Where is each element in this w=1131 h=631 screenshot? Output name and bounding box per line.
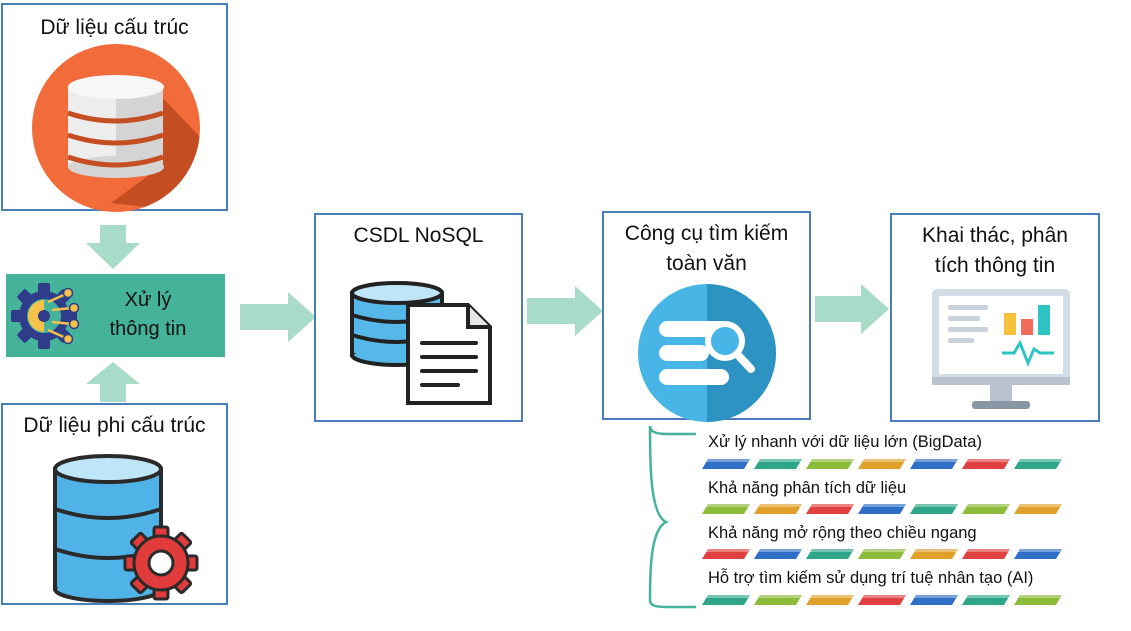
feature-item: Khả năng mở rộng theo chiều ngang	[708, 524, 977, 542]
strip-tile-highlight	[1018, 459, 1062, 462]
strip-tile	[806, 549, 854, 559]
strip-tile	[702, 549, 750, 559]
strip-tile-highlight	[862, 459, 906, 462]
strip-tile-highlight	[1018, 595, 1062, 598]
strip-tile-highlight	[810, 549, 854, 552]
strip-tile-highlight	[1018, 504, 1062, 507]
strip-tile	[910, 459, 958, 469]
decorative-strip	[702, 504, 1062, 514]
strip-tile	[858, 549, 906, 559]
feature-item: Hỗ trợ tìm kiếm sử dụng trí tuệ nhân tạo…	[708, 569, 1034, 587]
processing-label: Xử lý thông tin	[88, 286, 208, 344]
strip-tile-highlight	[758, 459, 802, 462]
strip-tile	[910, 504, 958, 514]
database-document-icon	[350, 281, 492, 405]
strip-tile	[702, 504, 750, 514]
database-gear-icon	[53, 454, 199, 603]
strip-tile	[1014, 504, 1062, 514]
strip-tile-highlight	[966, 504, 1010, 507]
strip-tile	[858, 504, 906, 514]
search-engine-box: Công cụ tìm kiếm toàn văn	[602, 211, 811, 422]
arrow-right-icon	[240, 292, 316, 342]
strip-tile-highlight	[914, 595, 958, 598]
strip-tile-highlight	[966, 595, 1010, 598]
database-icon	[32, 44, 200, 212]
strip-tile-highlight	[706, 504, 750, 507]
analytics-title: Khai thác, phân tích thông tin	[892, 221, 1098, 281]
strip-tile-highlight	[862, 549, 906, 552]
strip-tile-highlight	[914, 459, 958, 462]
feature-bracket	[648, 425, 696, 609]
strip-tile-highlight	[862, 504, 906, 507]
strip-tile-highlight	[810, 595, 854, 598]
strip-tile-highlight	[758, 549, 802, 552]
nosql-box: CSDL NoSQL	[314, 213, 523, 422]
processing-label-line2: thông tin	[109, 318, 187, 340]
strip-tile-highlight	[758, 504, 802, 507]
unstructured-data-title: Dữ liệu phi cấu trúc	[23, 414, 206, 437]
decorative-strip	[702, 459, 1062, 469]
arrow-down-icon	[86, 225, 140, 269]
strip-tile	[806, 459, 854, 469]
decorative-strip	[702, 549, 1062, 559]
strip-tile	[1014, 595, 1062, 605]
strip-tile	[754, 549, 802, 559]
monitor-chart-icon	[932, 289, 1070, 409]
arrow-right-icon	[527, 286, 603, 336]
strip-tile	[962, 504, 1010, 514]
strip-tile	[1014, 549, 1062, 559]
search-engine-title-line1: Công cụ tìm kiếm	[624, 222, 789, 245]
strip-tile-highlight	[914, 504, 958, 507]
feature-item: Xử lý nhanh với dữ liệu lớn (BigData)	[708, 433, 982, 451]
processing-label-line1: Xử lý	[124, 289, 172, 311]
nosql-title: CSDL NoSQL	[353, 224, 484, 247]
processing-block: Xử lý thông tin	[6, 274, 225, 357]
strip-tile-highlight	[706, 595, 750, 598]
ai-gear-icon	[11, 283, 80, 349]
strip-tile-highlight	[810, 504, 854, 507]
analytics-box: Khai thác, phân tích thông tin	[890, 213, 1100, 422]
strip-tile	[962, 459, 1010, 469]
strip-tile-highlight	[914, 549, 958, 552]
strip-tile-highlight	[862, 595, 906, 598]
strip-tile	[806, 595, 854, 605]
structured-data-box: Dữ liệu cấu trúc	[1, 3, 228, 212]
strip-tile	[1014, 459, 1062, 469]
strip-tile-highlight	[966, 549, 1010, 552]
strip-tile	[962, 549, 1010, 559]
strip-tile-highlight	[706, 459, 750, 462]
analytics-title-line2: tích thông tin	[934, 254, 1056, 277]
search-engine-title: Công cụ tìm kiếm toàn văn	[604, 219, 809, 279]
structured-data-title: Dữ liệu cấu trúc	[40, 16, 189, 39]
strip-tile	[754, 459, 802, 469]
strip-tile-highlight	[758, 595, 802, 598]
strip-tile	[702, 459, 750, 469]
strip-tile	[962, 595, 1010, 605]
strip-tile	[858, 459, 906, 469]
strip-tile-highlight	[810, 459, 854, 462]
strip-tile	[806, 504, 854, 514]
analytics-title-line1: Khai thác, phân	[922, 224, 1068, 247]
strip-tile	[910, 595, 958, 605]
strip-tile-highlight	[1018, 549, 1062, 552]
arrow-up-icon	[86, 362, 140, 402]
strip-tile	[702, 595, 750, 605]
strip-tile	[910, 549, 958, 559]
feature-item: Khả năng phân tích dữ liệu	[708, 479, 907, 497]
strip-tile	[858, 595, 906, 605]
strip-tile	[754, 504, 802, 514]
strip-tile-highlight	[966, 459, 1010, 462]
strip-tile-highlight	[706, 549, 750, 552]
search-engine-title-line2: toàn văn	[666, 252, 747, 275]
arrow-right-icon	[815, 284, 889, 334]
unstructured-data-box: Dữ liệu phi cấu trúc	[1, 403, 228, 605]
search-database-icon	[638, 284, 776, 422]
strip-tile	[754, 595, 802, 605]
decorative-strip	[702, 595, 1062, 605]
